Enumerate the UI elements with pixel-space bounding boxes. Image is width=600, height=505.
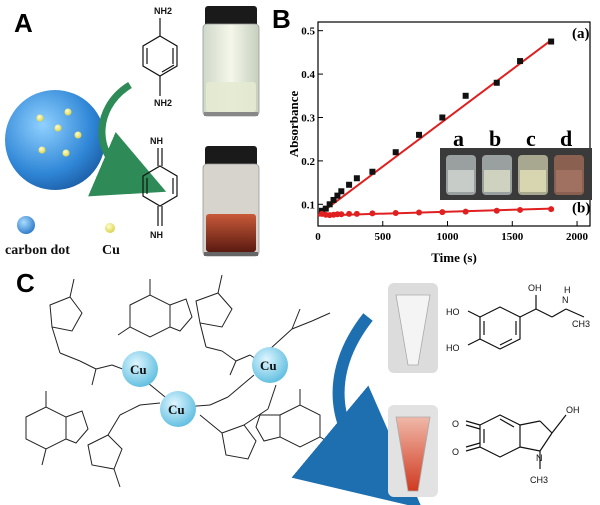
data-point (369, 210, 376, 217)
vial-label-a: a (453, 126, 464, 151)
data-point (334, 192, 341, 199)
cu-dot (62, 149, 70, 157)
x-tick-label: 1000 (437, 231, 460, 243)
epi-oh-label: OH (528, 283, 542, 293)
carbon-dot-legend-icon (17, 216, 35, 234)
cu-sphere-label: Cu (130, 362, 147, 377)
imine-top-label: NH (150, 136, 163, 146)
oxidation-arrow (291, 313, 423, 505)
data-point (338, 211, 345, 218)
cu-dot (38, 146, 46, 154)
data-point (517, 58, 524, 65)
data-point (462, 92, 469, 99)
panel-b-letter: B (272, 4, 291, 34)
data-point (330, 196, 337, 203)
vial-clear (202, 6, 260, 117)
adr-n-label: N (536, 453, 543, 463)
cu-sphere-label: Cu (260, 358, 277, 373)
vial-photo-inset (440, 148, 592, 200)
vial-red (202, 146, 260, 257)
adr-o1-label: O (452, 419, 459, 429)
data-point (548, 206, 555, 213)
vial-label-c: c (526, 126, 536, 151)
plot-frame (317, 21, 591, 227)
x-tick-label: 0 (315, 231, 321, 243)
vial-label-d: d (560, 126, 572, 151)
data-point (517, 206, 524, 213)
x-tick-label: 1500 (501, 231, 524, 243)
data-point (416, 131, 423, 138)
data-point (392, 209, 399, 216)
cu-sphere (252, 347, 288, 383)
panel-a-figure: carbon dot Cu NH2 NH2 NH NH (5, 6, 260, 258)
quinonediimine-structure (142, 148, 178, 226)
cu-dot (74, 131, 82, 139)
cu-sphere-label: Cu (168, 402, 185, 417)
dna-cu-complex-structure (25, 274, 335, 488)
epi-ch3-label: CH3 (572, 319, 590, 329)
cu-dot (64, 108, 72, 116)
x-axis-label: Time (s) (431, 250, 477, 265)
y-tick-label: 0.5 (301, 26, 315, 38)
data-point (392, 149, 399, 156)
adr-oh-label: OH (566, 405, 580, 415)
phenylenediamine-structure (142, 18, 178, 96)
reaction-arrow (88, 82, 167, 197)
cu-sphere (160, 391, 196, 427)
data-point (493, 79, 500, 86)
carbon-dot-label: carbon dot (5, 243, 70, 258)
cu-legend-icon (105, 223, 115, 233)
vial-label-b: b (489, 126, 501, 151)
epinephrine-structure (467, 295, 585, 350)
fit-line (317, 39, 552, 216)
series-label: (b) (572, 201, 590, 217)
data-point (462, 208, 469, 215)
epi-ho1-label: HO (446, 307, 460, 317)
data-point (416, 209, 423, 216)
cu-dot (36, 114, 44, 122)
data-point (318, 207, 325, 214)
y-tick-label: 0.4 (301, 69, 315, 81)
epi-ho2-label: HO (446, 343, 460, 353)
panel-c-letter: C (16, 268, 35, 298)
y-axis-label: Absorbance (290, 91, 301, 158)
carbon-dot-large (5, 90, 105, 190)
epi-h-label: H (564, 285, 571, 295)
y-tick-label: 0.3 (301, 112, 315, 124)
x-tick-label: 500 (375, 231, 392, 243)
tube-red (388, 405, 438, 497)
data-point (322, 205, 329, 212)
data-point (369, 168, 376, 175)
data-point (548, 38, 555, 45)
data-point (326, 201, 333, 208)
data-point (346, 210, 353, 217)
y-tick-label: 0.1 (301, 199, 315, 211)
series-label: (a) (572, 26, 590, 42)
cu-sphere (122, 351, 158, 387)
cu-dot (54, 124, 62, 132)
data-point (353, 210, 360, 217)
cu-label: Cu (102, 243, 120, 258)
imine-bottom-label: NH (150, 230, 163, 240)
data-point (439, 209, 446, 216)
adr-o2-label: O (452, 447, 459, 457)
adr-ch3-label: CH3 (530, 475, 548, 485)
data-point (346, 181, 353, 188)
x-tick-label: 2000 (566, 231, 589, 243)
y-tick-label: 0.2 (301, 156, 315, 168)
data-point (338, 188, 345, 195)
panel-c-figure: Cu Cu Cu OH HO HO N H CH3 (25, 274, 590, 505)
amine-bottom-label: NH2 (154, 98, 172, 108)
adrenochrome-structure (465, 414, 567, 469)
data-point (439, 114, 446, 121)
data-point (353, 175, 360, 182)
data-point (493, 207, 500, 214)
panel-a-letter: A (14, 8, 33, 38)
fit-line (317, 207, 552, 217)
amine-top-label: NH2 (154, 6, 172, 16)
epi-n-label: N (562, 295, 569, 305)
tube-colorless (388, 283, 438, 373)
